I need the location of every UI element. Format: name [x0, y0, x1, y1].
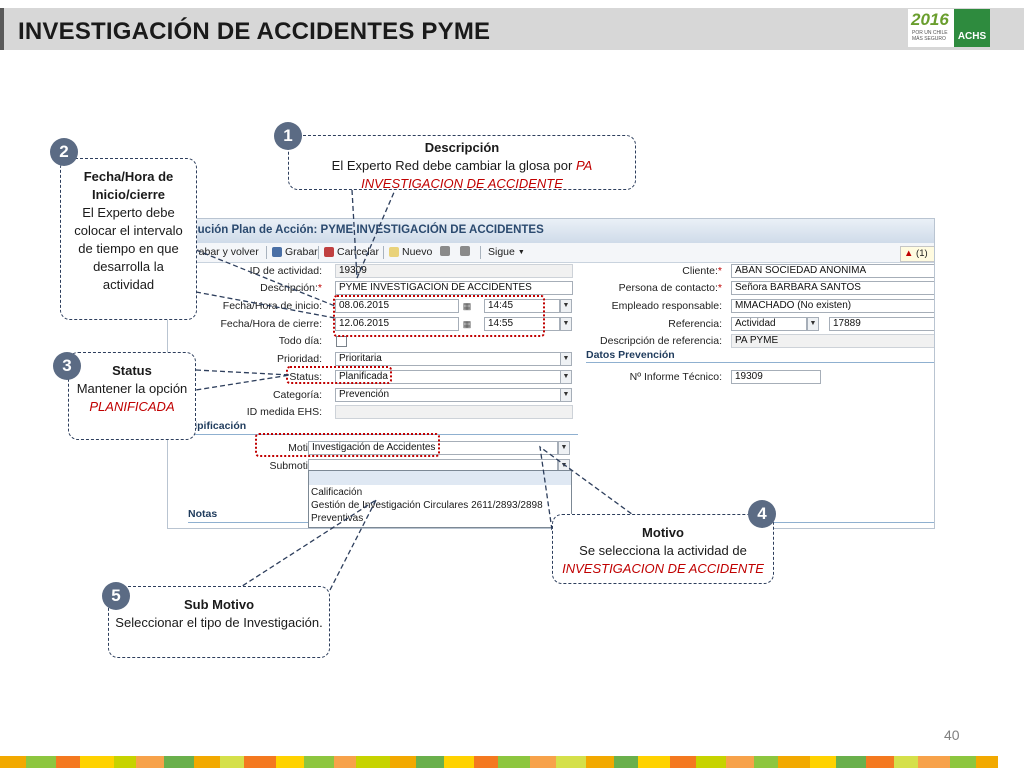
- callout-number-badge: 2: [50, 138, 78, 166]
- employee-label: Empleado responsable:: [611, 300, 722, 312]
- cancel-button[interactable]: Cancelar: [324, 246, 379, 258]
- cancel-icon: [324, 247, 334, 257]
- achs-logo: ACHS: [954, 9, 990, 47]
- submotive-dropdown-list: Calificación Gestión de Investigación Ci…: [308, 470, 572, 528]
- client-label: Cliente:*: [682, 265, 722, 277]
- page-number: 40: [944, 727, 960, 743]
- tipificacion-section-title: Tipificación: [188, 420, 247, 432]
- chevron-down-icon: ▼: [517, 248, 525, 256]
- callout-number-badge: 1: [274, 122, 302, 150]
- save-button[interactable]: Grabar: [272, 246, 318, 258]
- start-date-input[interactable]: 08.06.2015: [335, 299, 459, 313]
- print-button[interactable]: [460, 246, 470, 256]
- status-label: Status:: [289, 371, 322, 383]
- description-label: Descripción:*: [260, 282, 322, 294]
- chevron-down-icon[interactable]: ▼: [807, 317, 819, 331]
- status-highlight: [286, 366, 392, 384]
- dropdown-option-calificacion[interactable]: Calificación: [311, 487, 363, 498]
- section-divider: [586, 362, 934, 363]
- chevron-down-icon[interactable]: ▼: [560, 317, 572, 331]
- technical-report-field[interactable]: 19309: [731, 370, 821, 384]
- chevron-down-icon[interactable]: ▼: [560, 299, 572, 313]
- section-divider: [188, 522, 308, 523]
- header-bar: INVESTIGACIÓN DE ACCIDENTES PYME: [0, 8, 1024, 50]
- dropdown-option-gestion[interactable]: Gestión de Investigación Circulares 2611…: [311, 500, 543, 511]
- sap-window: Ejecución Plan de Acción: PYME INVESTIGA…: [167, 218, 935, 529]
- window-title: Ejecución Plan de Acción: PYME INVESTIGA…: [168, 219, 934, 243]
- prevention-section-title: Datos Prevención: [586, 349, 675, 361]
- contact-label: Persona de contacto:*: [618, 282, 722, 294]
- callout-motive: Motivo Se selecciona la actividad de INV…: [552, 514, 774, 584]
- toolbar-divider: [480, 246, 481, 259]
- notes-section-title: Notas: [188, 508, 218, 520]
- dropdown-option-preventivas[interactable]: Preventivas: [311, 513, 364, 524]
- reference-type-select[interactable]: Actividad: [731, 317, 807, 331]
- start-datetime-label: Fecha/Hora de inicio:: [222, 300, 322, 312]
- description-input[interactable]: PYME INVESTIGACIÓN DE ACCIDENTES: [335, 281, 573, 295]
- end-time-input[interactable]: 14:55: [484, 317, 560, 331]
- activity-id-label: ID de actividad:: [249, 265, 322, 277]
- priority-select[interactable]: Prioritaria: [335, 352, 561, 366]
- new-doc-icon: [389, 247, 399, 257]
- toolbar: Grabar y volver Grabar Cancelar Nuevo Si…: [168, 243, 934, 263]
- next-button[interactable]: Sigue▼: [488, 246, 525, 258]
- motive-highlight: [255, 433, 440, 457]
- delete-button[interactable]: [440, 246, 450, 256]
- chevron-down-icon[interactable]: ▼: [558, 441, 570, 455]
- dropdown-empty-option[interactable]: [309, 471, 571, 485]
- campaign-logo: 2016 POR UN CHILE MÁS SEGURO: [908, 9, 954, 47]
- reference-id-field[interactable]: 17889: [829, 317, 934, 331]
- callout-datetime: Fecha/Hora de Inicio/cierre El Experto d…: [60, 158, 197, 320]
- chevron-down-icon[interactable]: ▼: [560, 388, 572, 402]
- reference-description-field: PA PYME: [731, 334, 934, 348]
- chevron-down-icon[interactable]: ▼: [560, 370, 572, 384]
- activity-id-field: 19309: [335, 264, 573, 278]
- trash-icon: [440, 246, 450, 256]
- date-range-highlight: [333, 295, 545, 337]
- client-field[interactable]: ABAN SOCIEDAD ANONIMA: [731, 264, 934, 278]
- callout-number-badge: 3: [53, 352, 81, 380]
- callout-number-badge: 4: [748, 500, 776, 528]
- category-label: Categoría:: [272, 389, 322, 401]
- ehs-id-field: [335, 405, 573, 419]
- reference-description-label: Descripción de referencia:: [600, 335, 722, 347]
- new-button[interactable]: Nuevo: [389, 246, 432, 258]
- logo-year: 2016: [911, 10, 949, 29]
- callout-description: Descripción El Experto Red debe cambiar …: [288, 135, 636, 191]
- page-title: INVESTIGACIÓN DE ACCIDENTES PYME: [18, 18, 491, 45]
- calendar-icon[interactable]: ▦: [462, 301, 472, 311]
- toolbar-divider: [266, 246, 267, 259]
- toolbar-divider: [318, 246, 319, 259]
- start-time-input[interactable]: 14:45: [484, 299, 560, 313]
- toolbar-divider: [383, 246, 384, 259]
- warning-icon: ▲: [904, 248, 914, 259]
- ehs-id-label: ID medida EHS:: [246, 406, 322, 418]
- callout-number-badge: 5: [102, 582, 130, 610]
- chevron-down-icon[interactable]: ▼: [560, 352, 572, 366]
- messages-indicator[interactable]: ▲ (1): [900, 246, 934, 262]
- logo-tagline: POR UN CHILE MÁS SEGURO: [912, 30, 948, 42]
- contact-field[interactable]: Señora BARBARA SANTOS: [731, 281, 934, 295]
- reference-label: Referencia:: [668, 318, 722, 330]
- printer-icon: [460, 246, 470, 256]
- all-day-label: Todo día:: [278, 335, 322, 347]
- category-select[interactable]: Prevención: [335, 388, 561, 402]
- footer-color-strip: [0, 756, 1024, 768]
- priority-label: Prioridad:: [277, 353, 322, 365]
- calendar-icon[interactable]: ▦: [462, 319, 472, 329]
- all-day-checkbox[interactable]: [336, 336, 347, 347]
- disk-icon: [272, 247, 282, 257]
- end-date-input[interactable]: 12.06.2015: [335, 317, 459, 331]
- employee-field[interactable]: MMACHADO (No existen): [731, 299, 934, 313]
- callout-status: Status Mantener la opción PLANIFICADA: [68, 352, 196, 440]
- end-datetime-label: Fecha/Hora de cierre:: [220, 318, 322, 330]
- callout-submotive: Sub Motivo Seleccionar el tipo de Invest…: [108, 586, 330, 658]
- technical-report-label: Nº Informe Técnico:: [629, 371, 722, 383]
